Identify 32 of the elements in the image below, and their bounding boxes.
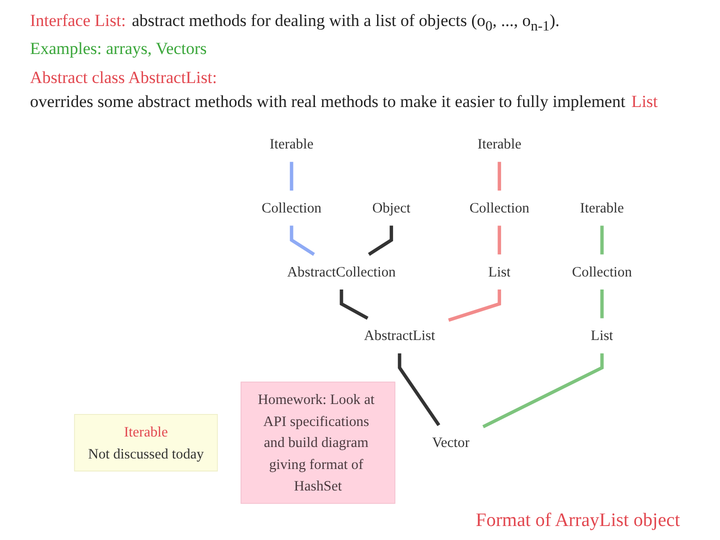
node-text: AbstractList [364,327,436,344]
label-text: Interface List: [30,10,126,32]
node-text: Iterable [270,136,314,152]
connector [290,226,315,256]
node-text: Collection [262,200,322,216]
node-text: Collection [469,200,530,216]
node-text: Object [372,200,411,216]
connector [340,289,368,320]
connector [448,289,502,322]
node-text: List [488,264,511,280]
connector [290,162,294,190]
connector [600,226,604,254]
connector [600,289,604,318]
node-box: Homework: Look at API specifications and build diagram giving format of HashSet [240,382,396,504]
connector [498,162,502,190]
node-box: Iterable Not discussed today [74,414,218,472]
connector [398,353,440,426]
label-text: Examples: arrays, Vectors [30,38,207,60]
label-text: List [631,90,658,112]
node-text: Vector [432,434,470,450]
label-text: abstract methods for dealing with a list of objects (o$_{0}$, ..., o$_{n-1}$). [132,10,560,36]
connector [498,226,502,254]
label-text: overrides some abstract methods with real methods to make it easier to fully implement [30,90,626,112]
connector [368,226,394,256]
node-text: Iterable [477,136,522,152]
caption: Format of ArrayList object [476,510,680,532]
node-text: Iterable [580,200,624,216]
node-text: List [590,327,614,344]
node-text: Collection [572,264,632,280]
connector [482,353,604,428]
node-text: AbstractCollection [287,264,396,280]
label-text: Abstract class AbstractList: [30,67,217,89]
